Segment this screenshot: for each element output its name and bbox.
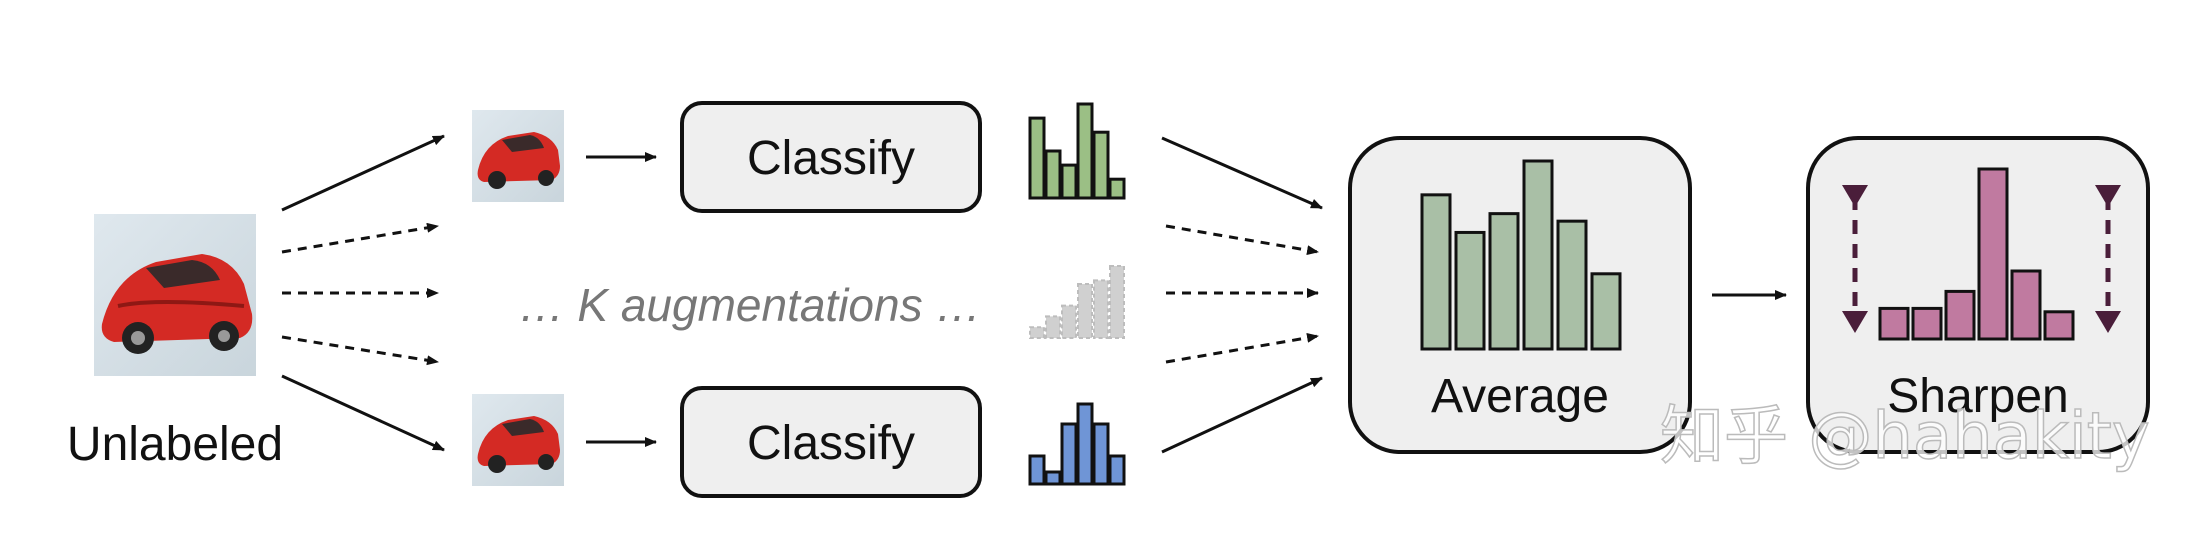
average-histogram bbox=[1420, 159, 1622, 351]
green-prediction-histogram bbox=[1028, 102, 1126, 200]
average-bar-6 bbox=[1590, 272, 1622, 351]
augmented-car-image-top bbox=[472, 110, 564, 202]
average-bar-2 bbox=[1454, 230, 1486, 351]
blue-prediction-histogram bbox=[1028, 402, 1126, 486]
sharpen-bar-2 bbox=[1911, 306, 1943, 341]
average-bar-5 bbox=[1556, 219, 1588, 351]
sharpen-bar-6 bbox=[2043, 310, 2075, 341]
faded-bar-1 bbox=[1029, 326, 1045, 340]
classify-label-bottom: Classify bbox=[747, 417, 915, 470]
classify-box-top bbox=[680, 101, 982, 213]
blue-bar-6 bbox=[1108, 454, 1126, 486]
green-bar-4 bbox=[1076, 102, 1094, 200]
sharpen-bar-1 bbox=[1878, 306, 1910, 341]
sharpen-bar-5 bbox=[2010, 269, 2042, 341]
faded-bar-3 bbox=[1061, 304, 1077, 340]
arrow-green-to-average bbox=[1161, 136, 1323, 210]
dashed-arrow-1 bbox=[281, 222, 439, 254]
blue-bar-1 bbox=[1028, 454, 1046, 486]
sharpen-histogram bbox=[1878, 167, 2075, 341]
arrow-blue-to-average bbox=[1161, 376, 1323, 454]
dashed-arrow-3 bbox=[281, 335, 439, 366]
faded-prediction-histogram bbox=[1029, 265, 1125, 340]
blue-bar-2 bbox=[1044, 470, 1062, 486]
faded-bar-4 bbox=[1077, 283, 1093, 339]
k-augmentations-label: … K augmentations … bbox=[519, 279, 982, 331]
sharpen-bar-4 bbox=[1977, 167, 2009, 341]
blue-bar-3 bbox=[1060, 422, 1078, 486]
green-bar-5 bbox=[1092, 130, 1110, 200]
average-bar-4 bbox=[1522, 159, 1554, 351]
blue-bar-4 bbox=[1076, 402, 1094, 486]
dashed-arrow-avg-1 bbox=[1165, 224, 1319, 256]
faded-bar-2 bbox=[1045, 315, 1061, 339]
average-label: Average bbox=[1431, 370, 1609, 423]
unlabeled-car-image bbox=[94, 214, 256, 376]
faded-bar-5 bbox=[1093, 279, 1109, 339]
arrow-to-bottom-aug bbox=[281, 374, 445, 452]
augmented-car-image-bottom bbox=[472, 394, 564, 486]
average-bar-3 bbox=[1488, 212, 1520, 351]
faded-bar-6 bbox=[1109, 265, 1125, 339]
sharpen-bar-3 bbox=[1944, 289, 1976, 341]
watermark-text: 知乎 @hahakity bbox=[1660, 400, 2150, 474]
blue-bar-5 bbox=[1092, 422, 1110, 486]
green-bar-2 bbox=[1044, 149, 1062, 200]
arrow-to-top-aug bbox=[281, 134, 445, 212]
green-bar-6 bbox=[1108, 177, 1126, 200]
average-bar-1 bbox=[1420, 193, 1452, 351]
dashed-arrow-avg-3 bbox=[1165, 332, 1319, 364]
classify-label-top: Classify bbox=[747, 132, 915, 185]
sharpen-label: Sharpen bbox=[1887, 370, 2068, 423]
green-bar-1 bbox=[1028, 116, 1046, 200]
unlabeled-label: Unlabeled bbox=[67, 418, 283, 471]
classify-box-bottom bbox=[680, 386, 982, 498]
green-bar-3 bbox=[1060, 163, 1078, 200]
